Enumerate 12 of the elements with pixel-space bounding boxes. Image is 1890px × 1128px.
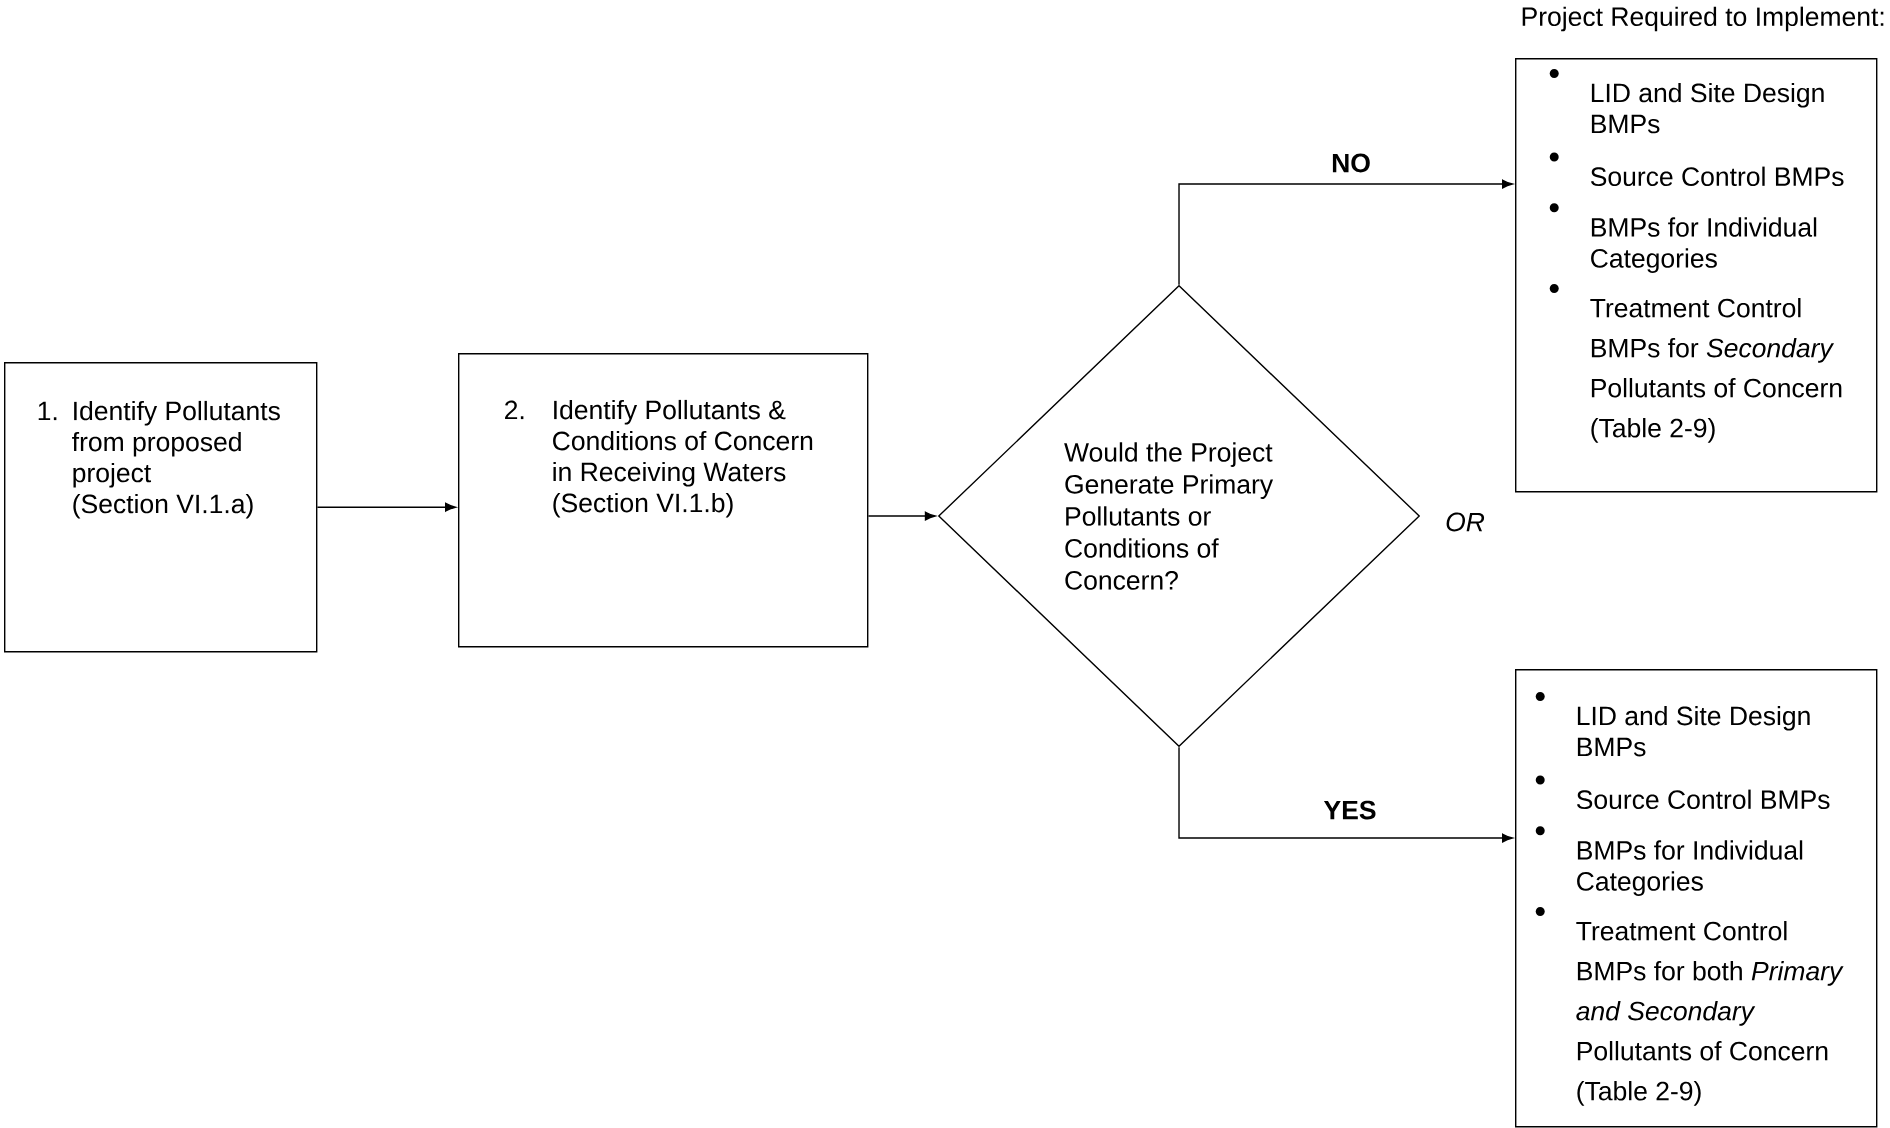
list-box: LID and Site Design BMPs Source Control BMPs BMPs for Individual Categories Treatment Control BMPs for Secondary Pollutants of Concern (Table 2-9) [1515,58,1878,493]
edge-label: YES [1323,800,1376,820]
arrow [316,502,456,512]
arrow [1178,746,1513,843]
process-box: 1. Identify Pollutants from proposed project (Section VI.1.a) [4,362,318,653]
list-box: LID and Site Design BMPs Source Control BMPs BMPs for Individual Categories Treatment Control BMPs for both Primary and Secondary Pollutants of Concern (Table 2-9) [1515,669,1878,1128]
heading: Project Required to Implement: [1522,6,1884,32]
arrow [867,511,936,521]
arrow [1178,179,1513,286]
connector-label: OR [1446,512,1485,532]
process-box: 2. Identify Pollutants & Conditions of Concern in Receiving Waters (Section VI.1.b) [458,353,869,648]
edge-label: NO [1332,153,1370,173]
